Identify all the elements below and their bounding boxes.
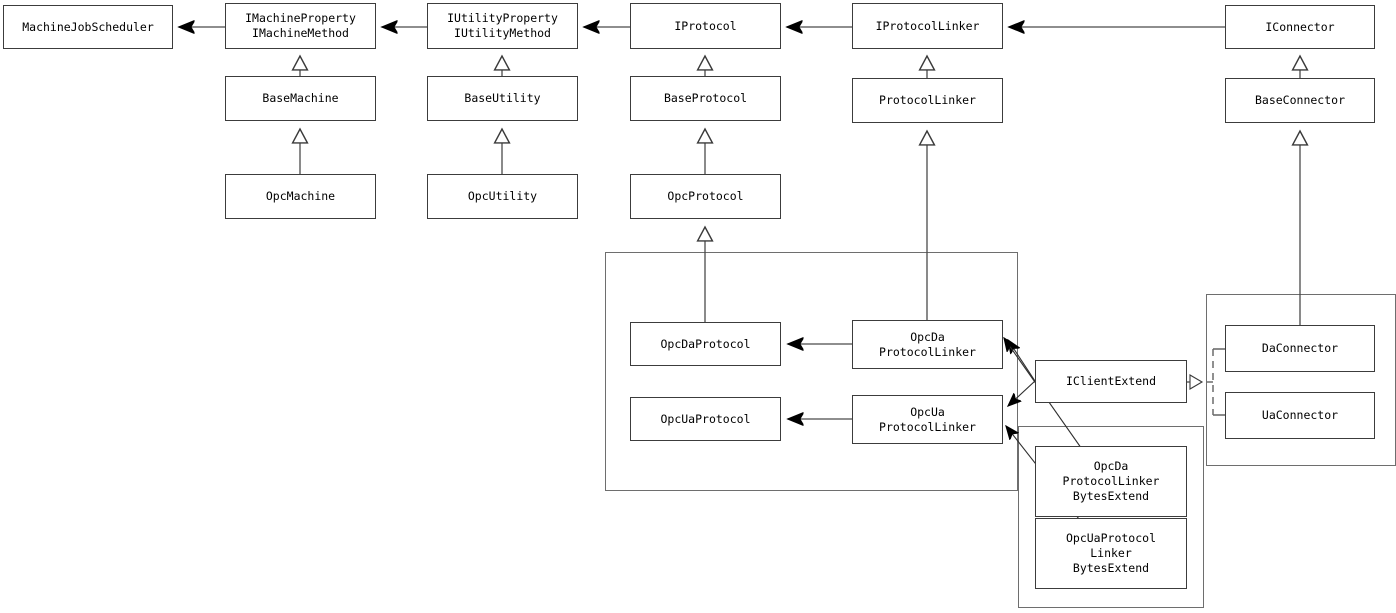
class-box-daconnector[interactable]: DaConnector: [1225, 325, 1375, 372]
class-box-opcprotocol[interactable]: OpcProtocol: [630, 174, 781, 219]
class-box-iprotocol[interactable]: IProtocol: [630, 3, 781, 49]
class-box-machinejobscheduler[interactable]: MachineJobScheduler: [3, 5, 173, 49]
class-box-uaconnector[interactable]: UaConnector: [1225, 392, 1375, 439]
class-box-baseconnector[interactable]: BaseConnector: [1225, 78, 1375, 123]
class-box-baseprotocol[interactable]: BaseProtocol: [630, 76, 781, 121]
connector-group-container: [1206, 294, 1396, 466]
class-box-opcmachine[interactable]: OpcMachine: [225, 174, 376, 219]
class-box-opcuaprotocollinkerbytesextend[interactable]: OpcUaProtocol Linker BytesExtend: [1035, 518, 1187, 589]
class-box-basemachine[interactable]: BaseMachine: [225, 76, 376, 121]
class-box-opcdaprotocol[interactable]: OpcDaProtocol: [630, 322, 781, 366]
class-box-iconnector[interactable]: IConnector: [1225, 5, 1375, 49]
class-box-iclientextend[interactable]: IClientExtend: [1035, 360, 1187, 403]
protocol-group-container: [605, 252, 1018, 491]
class-box-opcuaprotocollinker[interactable]: OpcUa ProtocolLinker: [852, 395, 1003, 444]
class-box-iprotocollinker[interactable]: IProtocolLinker: [852, 3, 1003, 49]
class-box-opcutility[interactable]: OpcUtility: [427, 174, 578, 219]
class-box-opcdaprotocollinkerbytesextend[interactable]: OpcDa ProtocolLinker BytesExtend: [1035, 446, 1187, 517]
class-box-opcdaprotocollinker[interactable]: OpcDa ProtocolLinker: [852, 320, 1003, 369]
class-box-opcuaprotocol[interactable]: OpcUaProtocol: [630, 397, 781, 441]
class-box-imachineproperty[interactable]: IMachineProperty IMachineMethod: [225, 3, 376, 49]
class-box-protocollinker[interactable]: ProtocolLinker: [852, 78, 1003, 123]
class-box-baseutility[interactable]: BaseUtility: [427, 76, 578, 121]
class-box-iutilityproperty[interactable]: IUtilityProperty IUtilityMethod: [427, 3, 578, 49]
